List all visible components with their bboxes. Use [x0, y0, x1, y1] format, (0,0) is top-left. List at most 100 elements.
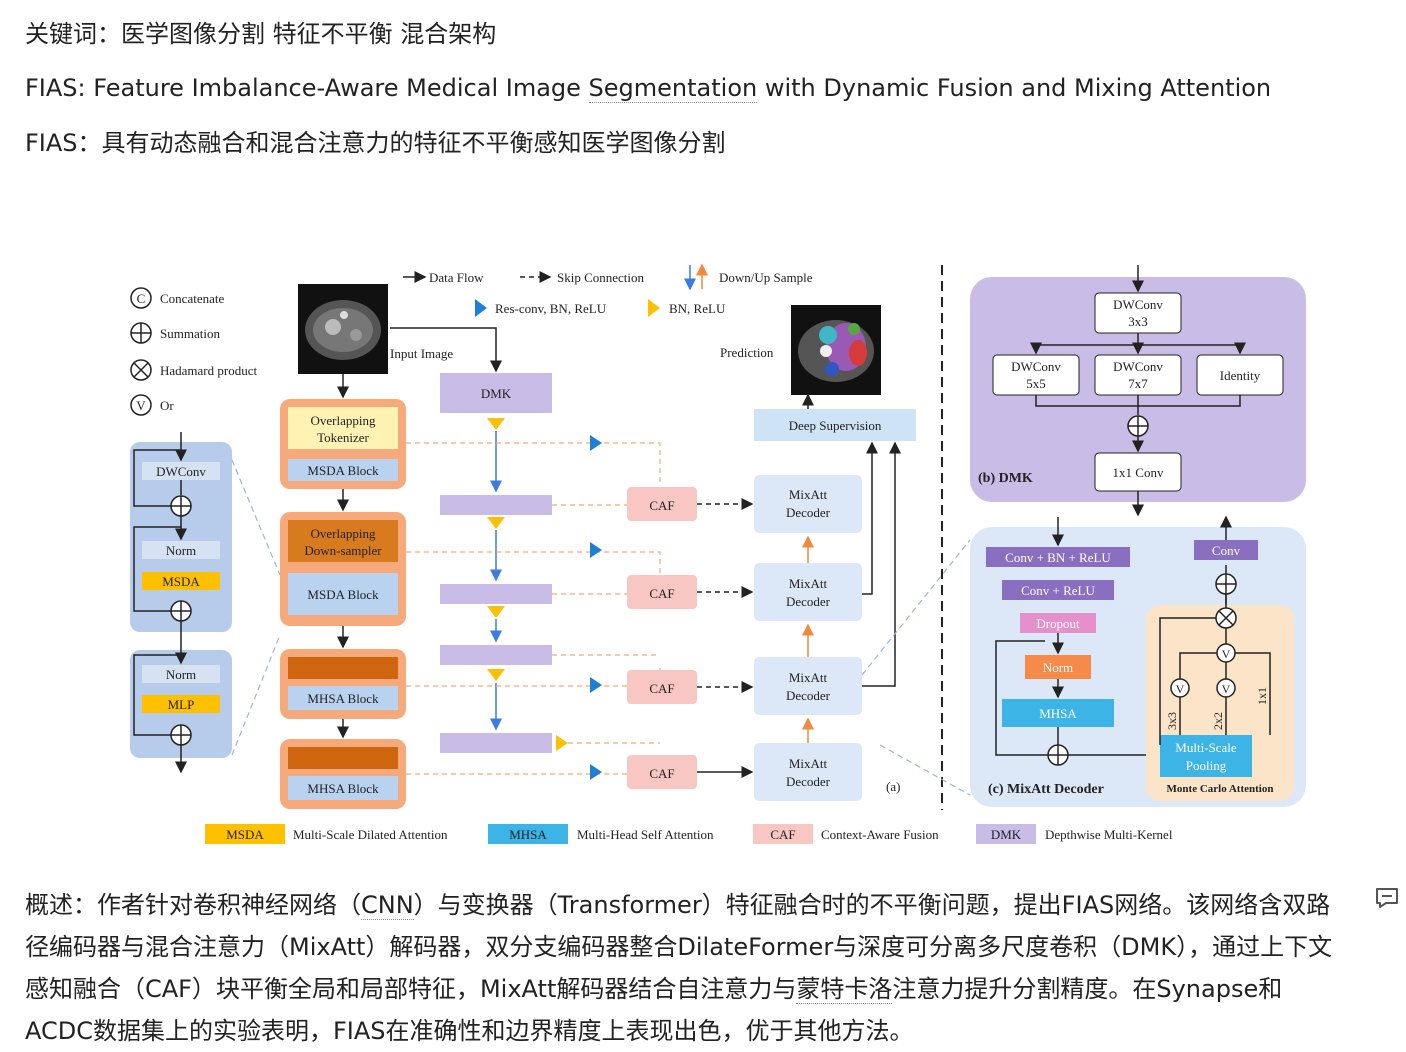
legend-top: Data Flow Skip Connection Down/Up Sample…: [403, 263, 813, 317]
bottom-legend: MSDA Multi-Scale Dilated Attention MHSA …: [205, 824, 1173, 844]
mix-norm: Norm: [1043, 660, 1073, 675]
mix-dropout: Dropout: [1036, 616, 1080, 631]
resconv-triangle-icon: [475, 299, 487, 317]
decoder-1-l2: Decoder: [786, 505, 831, 520]
mix-k2: 2x2: [1211, 712, 1225, 730]
legend-dmk-abbr: DMK: [991, 827, 1022, 842]
legend-or: V Or: [130, 394, 174, 416]
dmk-dw3-l2: 3x3: [1128, 314, 1148, 329]
mix-or-2: V: [1176, 682, 1185, 696]
legend-skip: Skip Connection: [557, 270, 645, 285]
prediction-image: [791, 305, 881, 395]
mix-msp-l2: Pooling: [1186, 758, 1227, 773]
mix-mhsa: MHSA: [1039, 706, 1077, 721]
deep-supervision: Deep Supervision: [789, 418, 882, 433]
enc-mhsa-block-2: MHSA Block: [307, 781, 379, 796]
enc-down-2: Down-sampler: [304, 543, 382, 558]
mix-msp-l1: Multi-Scale: [1175, 740, 1237, 755]
prediction-label: Prediction: [720, 345, 774, 360]
dmk-block: DMK: [481, 386, 512, 401]
mix-conv-bn-relu: Conv + BN + ReLU: [1005, 550, 1111, 565]
left-msda: MSDA: [162, 574, 200, 589]
decoder-3-l1: MixAtt: [789, 670, 828, 685]
legend-hadamard-label: Hadamard product: [160, 363, 257, 378]
panel-a-label: (a): [886, 779, 900, 794]
dmk-dw7-l1: DWConv: [1113, 359, 1163, 374]
decoder-2-l1: MixAtt: [789, 576, 828, 591]
legend-caf-abbr: CAF: [770, 827, 795, 842]
title-zh: FIAS：具有动态融合和混合注意力的特征不平衡感知医学图像分割: [25, 129, 726, 157]
cnn-link[interactable]: CNN: [361, 891, 414, 920]
caf-1: CAF: [649, 498, 674, 513]
title-en-part1: FIAS: Feature Imbalance-Aware Medical Im…: [25, 74, 589, 102]
mix-or-3: V: [1222, 682, 1231, 696]
enc-tok-2: Tokenizer: [317, 430, 369, 445]
input-image: [298, 284, 388, 374]
concatenate-icon: [130, 287, 152, 309]
legend-summation: Summation: [130, 322, 220, 344]
legend-dmk-swatch: [976, 824, 1036, 844]
comment-icon[interactable]: [1374, 886, 1400, 910]
mixatt-panel-title: (c) MixAtt Decoder: [988, 782, 1104, 797]
summary-part2: ）与变换器（Transformer）特征融合时的不平衡问题，提出FIAS网络。该…: [25, 891, 1333, 1003]
legend-sum-label: Summation: [160, 326, 220, 341]
msda-transformer-block: DWConv Norm MSDA Norm MLP: [130, 432, 232, 774]
enc-mhsa-block: MHSA Block: [307, 691, 379, 706]
decoder-4-l1: MixAtt: [789, 756, 828, 771]
legend-concatenate: C Concatenate: [130, 287, 224, 309]
left-mlp: MLP: [168, 697, 195, 712]
mix-conv: Conv: [1212, 543, 1241, 558]
left-norm-2: Norm: [166, 667, 196, 682]
dmk-dw5-l1: DWConv: [1011, 359, 1061, 374]
summary-part1: 概述：作者针对卷积神经网络（: [25, 891, 361, 919]
mixatt-panel: Conv + BN + ReLU Conv + ReLU Dropout Nor…: [861, 515, 1306, 807]
segmentation-link[interactable]: Segmentation: [588, 74, 758, 103]
dmk-column: DMK: [390, 327, 568, 753]
caf-3: CAF: [649, 681, 674, 696]
keywords: 关键词：医学图像分割 特征不平衡 混合架构: [25, 20, 497, 48]
legend-mhsa-swatch: [488, 824, 568, 844]
skip-connections: [406, 442, 661, 775]
legend-caf-swatch: [753, 824, 813, 844]
enc-msda-block-2: MSDA Block: [307, 587, 379, 602]
dmk-dw3-l1: DWConv: [1113, 297, 1163, 312]
resconv-arrow-4: [590, 764, 602, 780]
left-norm: Norm: [166, 543, 196, 558]
mix-conv-relu: Conv + ReLU: [1021, 583, 1095, 598]
dmk-conv1x1: 1x1 Conv: [1113, 465, 1164, 480]
legend-downup: Down/Up Sample: [719, 270, 813, 285]
caf-4: CAF: [649, 766, 674, 781]
encoder-column: Overlapping Tokenizer MSDA Block Overlap…: [280, 374, 406, 809]
caf-blocks: CAF CAF CAF CAF: [627, 487, 697, 789]
or-icon: [130, 394, 152, 416]
legend-hadamard: Hadamard product: [130, 359, 257, 381]
legend-msda-full: Multi-Scale Dilated Attention: [293, 827, 448, 842]
input-image-label: Input Image: [390, 346, 453, 361]
resconv-arrow-3: [590, 677, 602, 693]
legend-or-label: Or: [160, 398, 174, 413]
dmk-dw7-l2: 7x7: [1128, 376, 1148, 391]
left-dwconv: DWConv: [156, 464, 206, 479]
legend-msda-abbr: MSDA: [226, 827, 264, 842]
legend-msda-swatch: [205, 824, 285, 844]
legend-dataflow: Data Flow: [429, 270, 484, 285]
decoder-4-l2: Decoder: [786, 774, 831, 789]
architecture-figure: C Concatenate Summation Hadamard product…: [130, 263, 1306, 844]
legend-caf-full: Context-Aware Fusion: [821, 827, 939, 842]
decoder-column: Deep Supervision MixAtt Decoder MixAtt D…: [754, 393, 916, 801]
legend-resconv: Res-conv, BN, ReLU: [495, 301, 607, 316]
decoder-2-l2: Decoder: [786, 594, 831, 609]
decoder-3-l2: Decoder: [786, 688, 831, 703]
decoder-1-l1: MixAtt: [789, 487, 828, 502]
monte-carlo-link[interactable]: 蒙特卡洛: [796, 975, 893, 1004]
legend-dmk-full: Depthwise Multi-Kernel: [1045, 827, 1173, 842]
mix-k3: 3x3: [1165, 712, 1179, 730]
summary-part3: 注意力提升分割精度。在Synapse和ACDC数据集上的实验表明，FIAS在准确…: [25, 975, 1283, 1045]
legend-concat-label: Concatenate: [160, 291, 224, 306]
legend-bnrelu: BN, ReLU: [669, 301, 726, 316]
enc-down-1: Overlapping: [311, 526, 376, 541]
mix-or-1: V: [1222, 647, 1231, 661]
mix-monte-carlo: Monte Carlo Attention: [1167, 783, 1274, 795]
dmk-panel: DWConv 3x3 DWConv 5x5 DWConv 7x7 Identit…: [970, 265, 1306, 517]
dmk-identity: Identity: [1220, 368, 1261, 383]
